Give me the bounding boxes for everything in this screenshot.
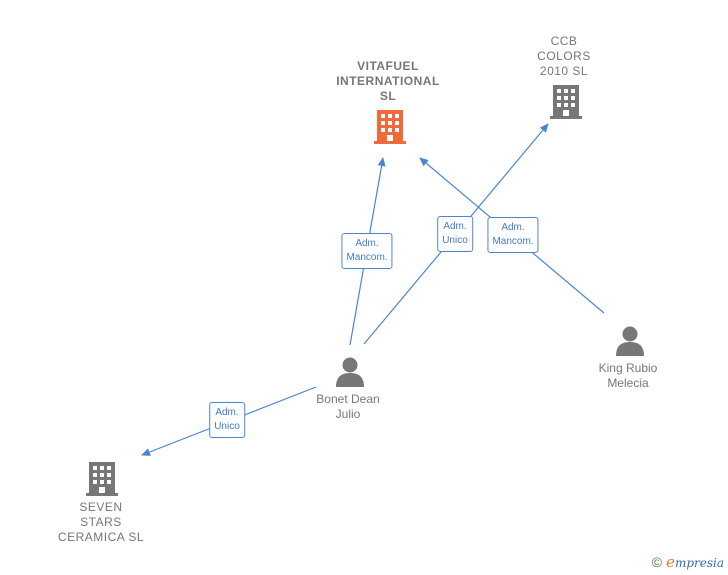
company-label-ccb[interactable]: CCB COLORS 2010 SL — [537, 34, 591, 78]
brand-logo[interactable]: empresia — [666, 553, 724, 571]
edge-label-king-vitafuel: Adm. Mancom. — [487, 217, 539, 253]
person-label-king[interactable]: King Rubio Melecia — [598, 361, 658, 390]
footer-brand: © empresia — [652, 553, 724, 571]
building-icon — [86, 462, 118, 496]
copyright-icon: © — [651, 554, 663, 570]
person-icon — [336, 357, 364, 387]
company-label-seven-stars[interactable]: SEVEN STARS CERAMICA SL — [57, 500, 145, 544]
building-icon — [550, 85, 582, 119]
edge-label-bonet-ccb: Adm. Unico — [437, 216, 473, 252]
edge-label-bonet-vitafuel: Adm. Mancom. — [341, 233, 393, 269]
person-label-bonet[interactable]: Bonet Dean Julio — [316, 392, 380, 421]
person-icon — [616, 326, 644, 356]
edge-label-bonet-seven: Adm. Unico — [209, 402, 245, 438]
building-icon — [374, 110, 406, 144]
company-label-vitafuel[interactable]: VITAFUEL INTERNATIONAL SL — [336, 59, 440, 103]
